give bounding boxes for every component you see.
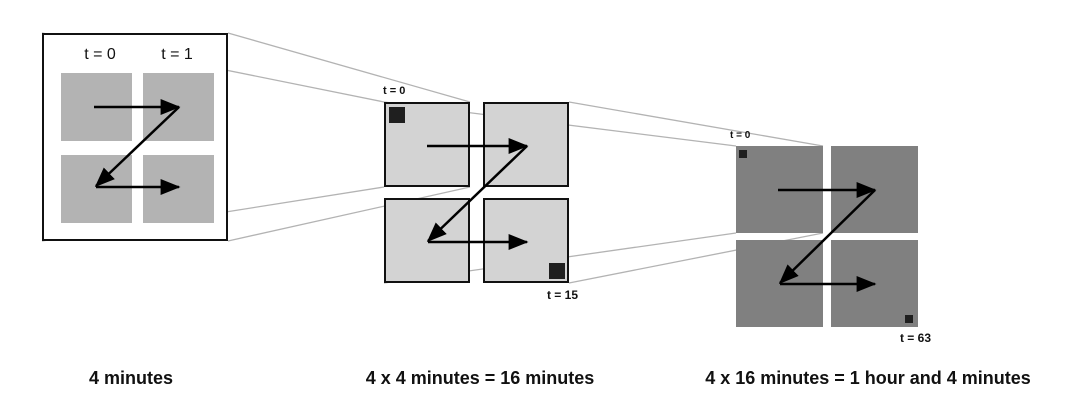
panel2-caption: 4 x 4 minutes = 16 minutes <box>365 368 595 388</box>
panel2-start-time-marker <box>389 107 405 123</box>
panel3-frame-square <box>736 146 823 233</box>
panel1-frame-square <box>61 155 132 223</box>
panel1-frame-square <box>61 73 132 141</box>
panel3-frame-square <box>736 240 823 327</box>
panel2-frame-square <box>483 102 569 187</box>
panel1-time-label-t1: t = 1 <box>161 46 193 63</box>
panel1-time-label-t0: t = 0 <box>84 46 116 63</box>
panel3-caption: 4 x 16 minutes = 1 hour and 4 minutes <box>705 368 1031 388</box>
connector-line <box>227 32 471 103</box>
panel1-caption: 4 minutes <box>88 368 174 388</box>
panel1-frame-square <box>143 155 214 223</box>
panel2-time-label-start: t = 0 <box>383 85 406 97</box>
panel2-frame-square <box>384 198 470 283</box>
panel3-frame-square <box>831 146 918 233</box>
panel2-time-label-end: t = 15 <box>546 288 578 302</box>
panel2-end-time-marker <box>549 263 565 279</box>
connector-line <box>568 101 824 147</box>
panel3-time-label-end: t = 63 <box>899 331 931 345</box>
panel3-time-label-start: t = 0 <box>730 130 751 141</box>
panel1-frame-square <box>143 73 214 141</box>
panel3-frame-square <box>831 240 918 327</box>
panel3-start-time-marker <box>739 150 747 158</box>
panel3-end-time-marker <box>905 315 913 323</box>
